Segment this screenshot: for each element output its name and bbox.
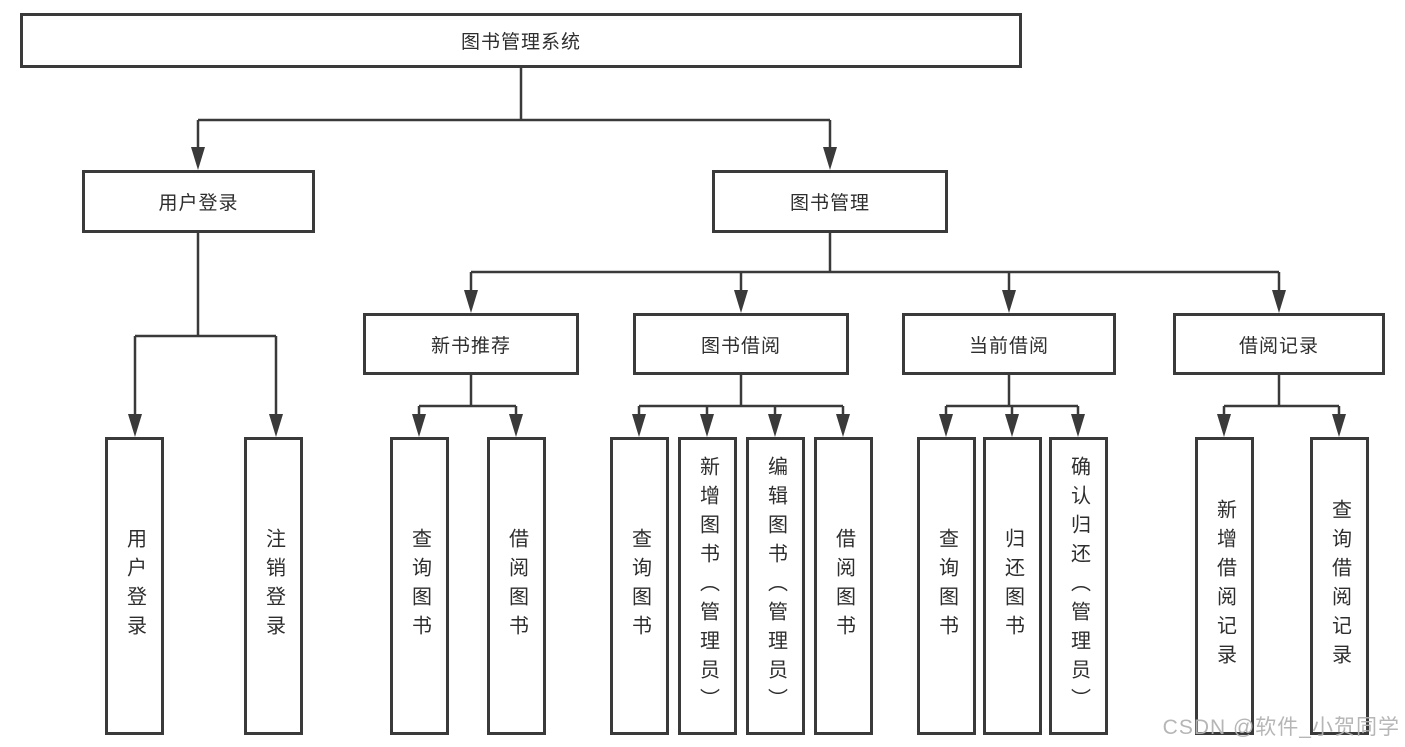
leaf-borrow-books: 借阅图书: [814, 437, 873, 735]
leaf-add-borrow-record-label: 新增借阅记录: [1213, 499, 1236, 673]
leaf-current-query-books: 查询图书: [917, 437, 976, 735]
leaf-user-login: 用户登录: [105, 437, 164, 735]
leaf-recommend-borrow-books: 借阅图书: [487, 437, 546, 735]
arrowheads: [128, 147, 1346, 437]
leaf-query-borrow-record: 查询借阅记录: [1310, 437, 1369, 735]
leaf-add-books-admin: 新增图书（管理员）: [678, 437, 737, 735]
node-new-book-recommend: 新书推荐: [363, 313, 579, 375]
leaf-return-books: 归还图书: [983, 437, 1042, 735]
leaf-query-borrow-record-label: 查询借阅记录: [1328, 499, 1351, 673]
leaf-return-books-label: 归还图书: [1001, 528, 1024, 644]
leaf-logout: 注销登录: [244, 437, 303, 735]
leaf-edit-books-admin: 编辑图书（管理员）: [746, 437, 805, 735]
leaf-user-login-label: 用户登录: [123, 528, 146, 644]
node-root-system: 图书管理系统: [20, 13, 1022, 68]
node-user-login-label: 用户登录: [158, 193, 239, 214]
leaf-current-query-books-label: 查询图书: [935, 528, 958, 644]
node-current-borrow-label: 当前借阅: [968, 335, 1049, 357]
node-book-borrow-label: 图书借阅: [700, 335, 781, 357]
csdn-watermark: CSDN @软件_小贺同学: [1162, 716, 1400, 739]
node-book-management-label: 图书管理: [789, 193, 870, 214]
node-book-management-branch: 图书管理: [712, 170, 948, 233]
node-current-borrow: 当前借阅: [902, 313, 1116, 375]
node-root-label: 图书管理系统: [460, 32, 581, 53]
leaf-logout-label: 注销登录: [262, 528, 285, 644]
node-new-book-recommend-label: 新书推荐: [430, 335, 511, 357]
leaf-recommend-query-books-label: 查询图书: [408, 528, 431, 644]
leaf-recommend-query-books: 查询图书: [390, 437, 449, 735]
leaf-borrow-query-books-label: 查询图书: [628, 528, 651, 644]
node-borrow-records: 借阅记录: [1173, 313, 1385, 375]
node-book-borrow: 图书借阅: [633, 313, 849, 375]
leaf-confirm-return-admin-label: 确认归还（管理员）: [1067, 455, 1090, 717]
leaf-recommend-borrow-books-label: 借阅图书: [505, 528, 528, 644]
leaf-add-books-admin-label: 新增图书（管理员）: [696, 455, 719, 717]
leaf-confirm-return-admin: 确认归还（管理员）: [1049, 437, 1108, 735]
leaf-borrow-query-books: 查询图书: [610, 437, 669, 735]
leaf-add-borrow-record: 新增借阅记录: [1195, 437, 1254, 735]
node-user-login-branch: 用户登录: [82, 170, 315, 233]
leaf-edit-books-admin-label: 编辑图书（管理员）: [764, 455, 787, 717]
leaf-borrow-books-label: 借阅图书: [832, 528, 855, 644]
node-borrow-records-label: 借阅记录: [1238, 335, 1319, 357]
